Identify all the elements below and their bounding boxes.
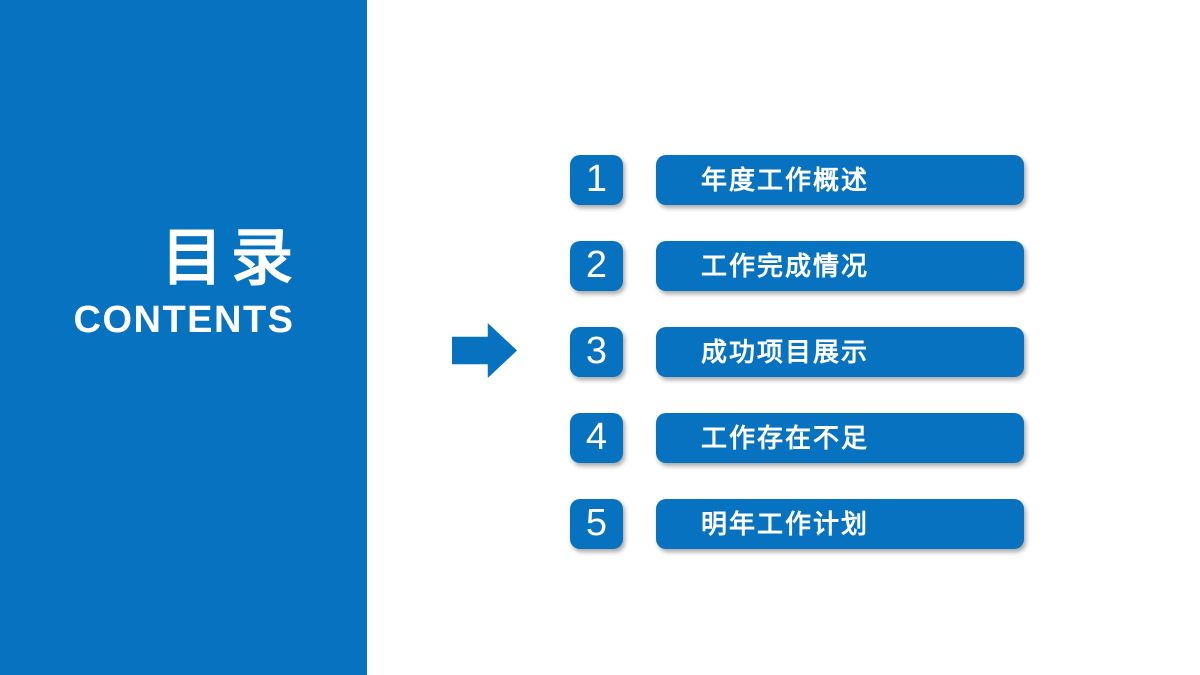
side-panel: 目录 CONTENTS	[0, 0, 367, 675]
toc-item-row: 4 工作存在不足	[570, 413, 1024, 463]
toc-item-row: 5 明年工作计划	[570, 499, 1024, 549]
toc-item-row: 2 工作完成情况	[570, 241, 1024, 291]
toc-item-row: 1 年度工作概述	[570, 155, 1024, 205]
toc-list: 1 年度工作概述 2 工作完成情况 3 成功项目展示 4 工作存在不足 5 明年…	[570, 155, 1024, 549]
toc-item-bar[interactable]: 工作存在不足	[656, 413, 1024, 463]
toc-item-number-badge: 3	[570, 327, 623, 377]
page-title-en: CONTENTS	[73, 299, 295, 342]
toc-item-row: 3 成功项目展示	[570, 327, 1024, 377]
title-block: 目录 CONTENTS	[74, 226, 294, 342]
toc-item-number-badge: 1	[570, 155, 623, 205]
toc-item-number-badge: 2	[570, 241, 623, 291]
arrow-right-icon	[452, 323, 517, 378]
toc-item-bar[interactable]: 成功项目展示	[656, 327, 1024, 377]
toc-item-bar[interactable]: 年度工作概述	[656, 155, 1024, 205]
toc-item-number-badge: 4	[570, 413, 623, 463]
toc-item-number-badge: 5	[570, 499, 623, 549]
toc-item-bar[interactable]: 工作完成情况	[656, 241, 1024, 291]
page-title-cn: 目录	[160, 224, 301, 293]
toc-item-bar[interactable]: 明年工作计划	[656, 499, 1024, 549]
